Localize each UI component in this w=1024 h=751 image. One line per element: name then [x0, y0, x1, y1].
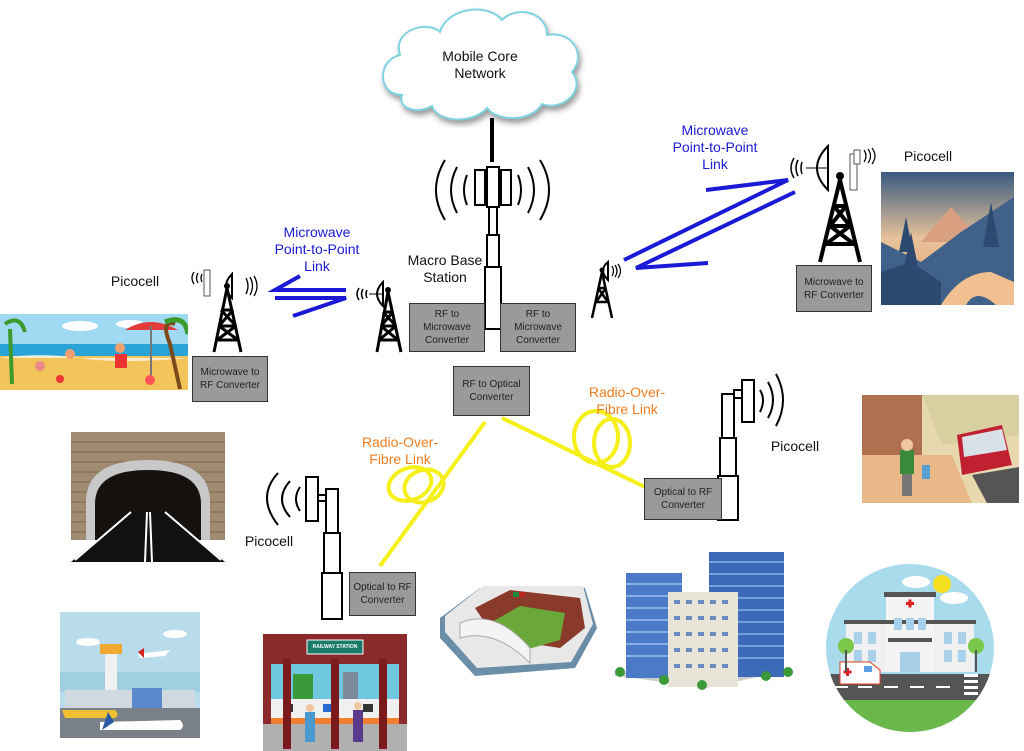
- mountain-road-scene-image: [881, 172, 1014, 305]
- converter-text: RF to Optical: [462, 379, 521, 390]
- rof-link-right-label: Radio-Over- Fibre Link: [572, 384, 682, 418]
- picocell-pole-left-icon: [266, 472, 343, 620]
- converter-text: Optical to RF: [353, 582, 412, 593]
- converter-text: RF Converter: [803, 289, 864, 301]
- converter-text: RF to: [525, 309, 551, 320]
- airport-scene-image: [60, 612, 200, 738]
- link-label-line: Microwave: [283, 224, 351, 240]
- picocell-pole-right-icon: [717, 373, 784, 521]
- link-label-line: Point-to-Point: [274, 241, 360, 257]
- converter-text: Converter: [360, 595, 405, 606]
- microwave-link-left: [267, 274, 347, 318]
- railway-station-illustration: [263, 634, 407, 751]
- picocell-label-right: Picocell: [903, 148, 953, 164]
- fibre-link-left: [378, 420, 487, 568]
- office-buildings-scene-image: [611, 552, 793, 690]
- fibre-link-right: [501, 409, 646, 489]
- link-label-line: Microwave: [681, 122, 749, 138]
- converter-text: Microwave: [423, 322, 471, 333]
- link-label-line: Fibre Link: [596, 401, 658, 417]
- macro-label-line2: Station: [423, 269, 467, 285]
- beach-scene-image: [0, 314, 188, 390]
- link-label-line: Point-to-Point: [672, 139, 758, 155]
- optical-to-rf-converter-right: Optical to RF Converter: [644, 478, 722, 520]
- picocell-label-left: Picocell: [110, 273, 160, 289]
- core-label-line1: Mobile Core: [442, 48, 518, 64]
- converter-text: Converter: [661, 500, 705, 511]
- microwave-link-right-label: Microwave Point-to-Point Link: [660, 122, 770, 173]
- microwave-tower-picocell-left-icon: [191, 269, 258, 353]
- microwave-tower-picocell-right-icon: [790, 143, 876, 263]
- macro-base-station-icon: [435, 159, 550, 330]
- mobile-core-cloud-icon: [382, 8, 579, 121]
- metro-platform-scene-image: [862, 395, 1019, 503]
- stadium-scene-image: [440, 586, 597, 676]
- converter-text: Microwave: [514, 322, 562, 333]
- link-label-line: Radio-Over-: [361, 434, 439, 450]
- railway-station-sign: RAILWAY STATION: [312, 644, 358, 650]
- microwave-tower-macro-left-icon: [356, 279, 403, 353]
- link-label-line: Link: [304, 258, 330, 274]
- optical-to-rf-converter-left: Optical to RF Converter: [349, 572, 416, 616]
- macro-label-line1: Macro Base: [407, 252, 483, 268]
- tunnel-scene-image: [71, 432, 225, 562]
- converter-text: RF Converter: [199, 380, 260, 391]
- converter-text: Converter: [469, 392, 514, 403]
- hospital-scene-image: [826, 564, 994, 732]
- microwave-to-rf-converter-left: Microwave to RF Converter: [192, 356, 268, 402]
- picocell-label-lower-left: Picocell: [244, 533, 294, 549]
- link-label-line: Radio-Over-: [588, 384, 666, 400]
- converter-text: RF to: [434, 309, 460, 320]
- picocell-label-mid-right: Picocell: [770, 438, 820, 454]
- railway-station-scene-image: RAILWAY STATION: [263, 634, 407, 751]
- converter-text: Converter: [516, 335, 560, 346]
- converter-text: Converter: [425, 335, 469, 346]
- core-label-line2: Network: [454, 65, 506, 81]
- microwave-tower-macro-right-icon: [590, 259, 622, 319]
- converter-text: Microwave to: [200, 367, 260, 378]
- microwave-link-right: [623, 178, 796, 270]
- link-label-line: Link: [702, 156, 728, 172]
- link-label-line: Fibre Link: [369, 451, 431, 467]
- converter-text: Optical to RF: [653, 487, 713, 498]
- core-network-label: Mobile Core Network: [420, 48, 540, 82]
- microwave-link-left-label: Microwave Point-to-Point Link: [262, 224, 372, 275]
- converter-text: Microwave to: [804, 276, 864, 288]
- rof-link-left-label: Radio-Over- Fibre Link: [345, 434, 455, 468]
- macro-base-station-label: Macro Base Station: [395, 252, 495, 286]
